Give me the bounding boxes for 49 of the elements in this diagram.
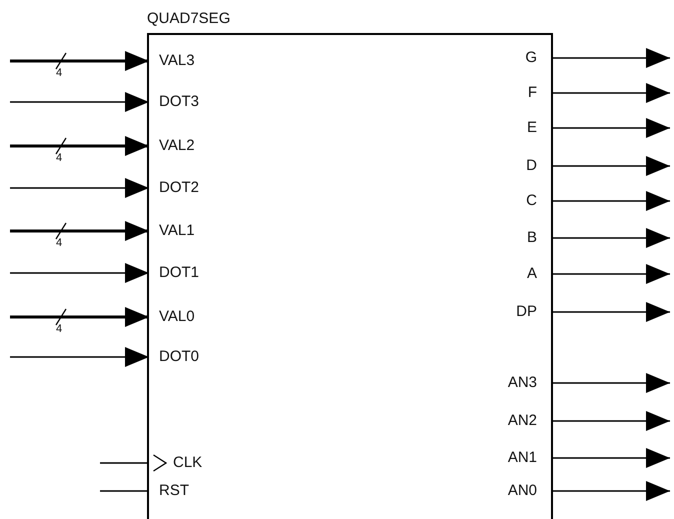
signal-arrow bbox=[551, 411, 670, 431]
bus-width-label: 4 bbox=[55, 152, 64, 164]
signal-arrow bbox=[551, 373, 670, 393]
pin-label: E bbox=[526, 118, 537, 138]
component-name: QUAD7SEG bbox=[147, 10, 230, 27]
pin-label: DOT3 bbox=[159, 92, 200, 112]
pin-label: G bbox=[525, 48, 537, 68]
pin-label: DOT2 bbox=[159, 178, 200, 198]
bus-width-label: 4 bbox=[55, 67, 64, 79]
signal-arrow bbox=[10, 263, 149, 283]
signal-line bbox=[100, 462, 149, 464]
signal-arrow bbox=[10, 221, 149, 241]
pin-label: CLK bbox=[173, 453, 202, 473]
signal-arrow bbox=[551, 302, 670, 322]
signal-line bbox=[100, 490, 149, 492]
pin-label: A bbox=[526, 264, 537, 284]
signal-arrow bbox=[551, 48, 670, 68]
signal-arrow bbox=[551, 448, 670, 468]
pin-label: VAL1 bbox=[159, 221, 195, 241]
signal-arrow bbox=[551, 83, 670, 103]
signal-arrow bbox=[10, 307, 149, 327]
signal-arrow bbox=[10, 92, 149, 112]
pin-label: D bbox=[526, 156, 537, 176]
pin-label: AN0 bbox=[508, 481, 537, 501]
pin-label: C bbox=[526, 191, 537, 211]
signal-arrow bbox=[551, 481, 670, 501]
signal-arrow bbox=[10, 347, 149, 367]
pin-label: F bbox=[528, 83, 537, 103]
bus-width-label: 4 bbox=[55, 323, 64, 335]
pin-label: DP bbox=[516, 302, 537, 322]
signal-arrow bbox=[551, 118, 670, 138]
signal-arrow bbox=[551, 156, 670, 176]
pin-label: RST bbox=[159, 481, 189, 501]
signal-arrow bbox=[10, 51, 149, 71]
pin-label: DOT1 bbox=[159, 263, 200, 283]
pin-label: VAL3 bbox=[159, 51, 195, 71]
pin-label: AN2 bbox=[508, 411, 537, 431]
pin-label: DOT0 bbox=[159, 347, 200, 367]
signal-arrow bbox=[551, 228, 670, 248]
pin-label: B bbox=[526, 228, 537, 248]
bus-width-label: 4 bbox=[55, 237, 64, 249]
pin-label: VAL0 bbox=[159, 307, 195, 327]
pin-label: AN3 bbox=[508, 373, 537, 393]
signal-arrow bbox=[551, 191, 670, 211]
signal-arrow bbox=[551, 264, 670, 284]
signal-arrow bbox=[10, 178, 149, 198]
signal-arrow bbox=[10, 136, 149, 156]
pin-label: VAL2 bbox=[159, 136, 195, 156]
pin-label: AN1 bbox=[508, 448, 537, 468]
